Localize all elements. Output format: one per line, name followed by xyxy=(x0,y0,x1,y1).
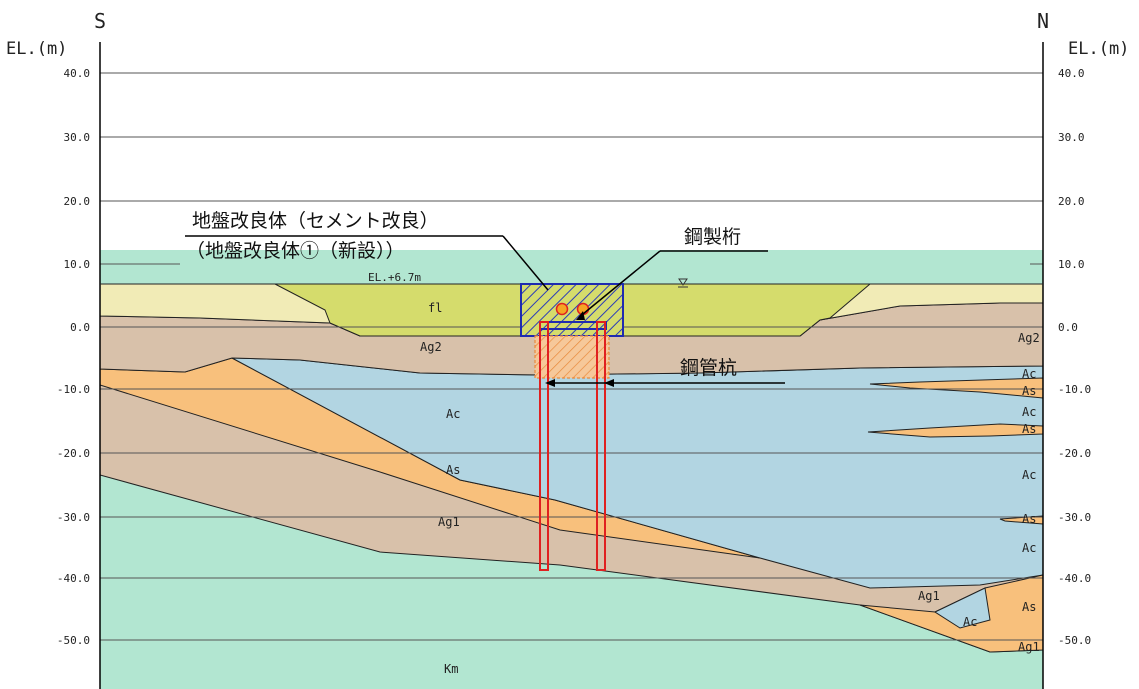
tick-label: 10.0 xyxy=(64,258,91,271)
north-label: N xyxy=(1037,9,1049,33)
stratum-label-ac: Ac xyxy=(446,407,460,421)
tick-label: -40.0 xyxy=(1058,572,1091,585)
tick-label: -20.0 xyxy=(1058,447,1091,460)
south-label: S xyxy=(94,9,106,33)
tick-label: 0.0 xyxy=(70,321,90,334)
tick-label: 30.0 xyxy=(1058,131,1085,144)
leader-lines xyxy=(185,235,785,384)
ground-improvement-label: 地盤改良体（セメント改良） xyxy=(192,210,439,232)
stratum-label-as: As xyxy=(446,463,460,477)
unit-label-right: EL.(m) xyxy=(1068,39,1129,59)
tick-label: 40.0 xyxy=(64,67,91,80)
as-lens-1 xyxy=(869,377,1043,399)
arrow-head-girder xyxy=(576,311,585,320)
tick-label: -40.0 xyxy=(57,572,90,585)
stratum-label-ag1: Ag1 xyxy=(438,515,460,529)
steel-pipe-pile-right xyxy=(596,321,606,571)
tick-label: -20.0 xyxy=(57,447,90,460)
stratum-label-ag1-r: Ag1 xyxy=(918,589,940,603)
arrow-head-pile-left xyxy=(545,379,555,387)
tick-label: 40.0 xyxy=(1058,67,1085,80)
stratum-label-as-r3: As xyxy=(1022,512,1036,526)
stratum-label-ag2: Ag2 xyxy=(420,340,442,354)
elevation-gridlines xyxy=(100,72,1043,641)
water-level-icon xyxy=(678,278,688,288)
tick-label: 0.0 xyxy=(1058,321,1078,334)
unit-label-left: EL.(m) xyxy=(6,39,67,59)
stratum-label-ac-r4: Ac xyxy=(1022,541,1036,555)
tick-label: -30.0 xyxy=(1058,511,1091,524)
stratum-label-ac-r3: Ac xyxy=(1022,468,1036,482)
stratum-label-as-r2: As xyxy=(1022,422,1036,436)
tick-label: -50.0 xyxy=(1058,634,1091,647)
steel-pipe-pile-label: 鋼管杭 xyxy=(680,357,737,379)
steel-girder-label: 鋼製桁 xyxy=(684,226,741,248)
tick-label: -10.0 xyxy=(1058,383,1091,396)
ground-improvement-sublabel: （地盤改良体①（新設）） xyxy=(186,240,405,262)
tick-label: -50.0 xyxy=(57,634,90,647)
stratum-label-fl: fl xyxy=(428,301,442,315)
arrow-head-pile-right xyxy=(604,379,614,387)
tick-label: -30.0 xyxy=(57,511,90,524)
steel-pipe-pile-left xyxy=(539,321,549,571)
tick-label: 30.0 xyxy=(64,131,91,144)
as-lens-2 xyxy=(867,423,1043,438)
strata-labels: fl Ag2 Ag2 Ac As Ag1 Km Ac As Ac As Ac A… xyxy=(420,301,1040,676)
steel-girder-1 xyxy=(555,302,569,316)
stratum-label-as-r4: As xyxy=(1022,600,1036,614)
tick-label: 10.0 xyxy=(1058,258,1085,271)
stratum-label-ag2-right: Ag2 xyxy=(1018,331,1040,345)
tick-label: -10.0 xyxy=(57,383,90,396)
tick-label: 20.0 xyxy=(1058,195,1085,208)
stratum-label-as-r1: As xyxy=(1022,384,1036,398)
tick-labels-right: 40.0 30.0 20.0 10.0 0.0 -10.0 -20.0 -30.… xyxy=(1058,67,1091,647)
stratum-label-ag1-r2: Ag1 xyxy=(1018,640,1040,654)
stratum-label-ac-r2: Ac xyxy=(1022,405,1036,419)
tick-label: 20.0 xyxy=(64,195,91,208)
stratum-label-ac-r1: Ac xyxy=(1022,367,1036,381)
stratum-label-km: Km xyxy=(444,662,458,676)
tick-labels-left: 40.0 30.0 20.0 10.0 0.0 -10.0 -20.0 -30.… xyxy=(57,67,90,647)
ac-lower-right xyxy=(933,587,991,629)
stratum-label-ac-r5: Ac xyxy=(963,615,977,629)
ground-level-label: EL.+6.7m xyxy=(368,271,421,284)
